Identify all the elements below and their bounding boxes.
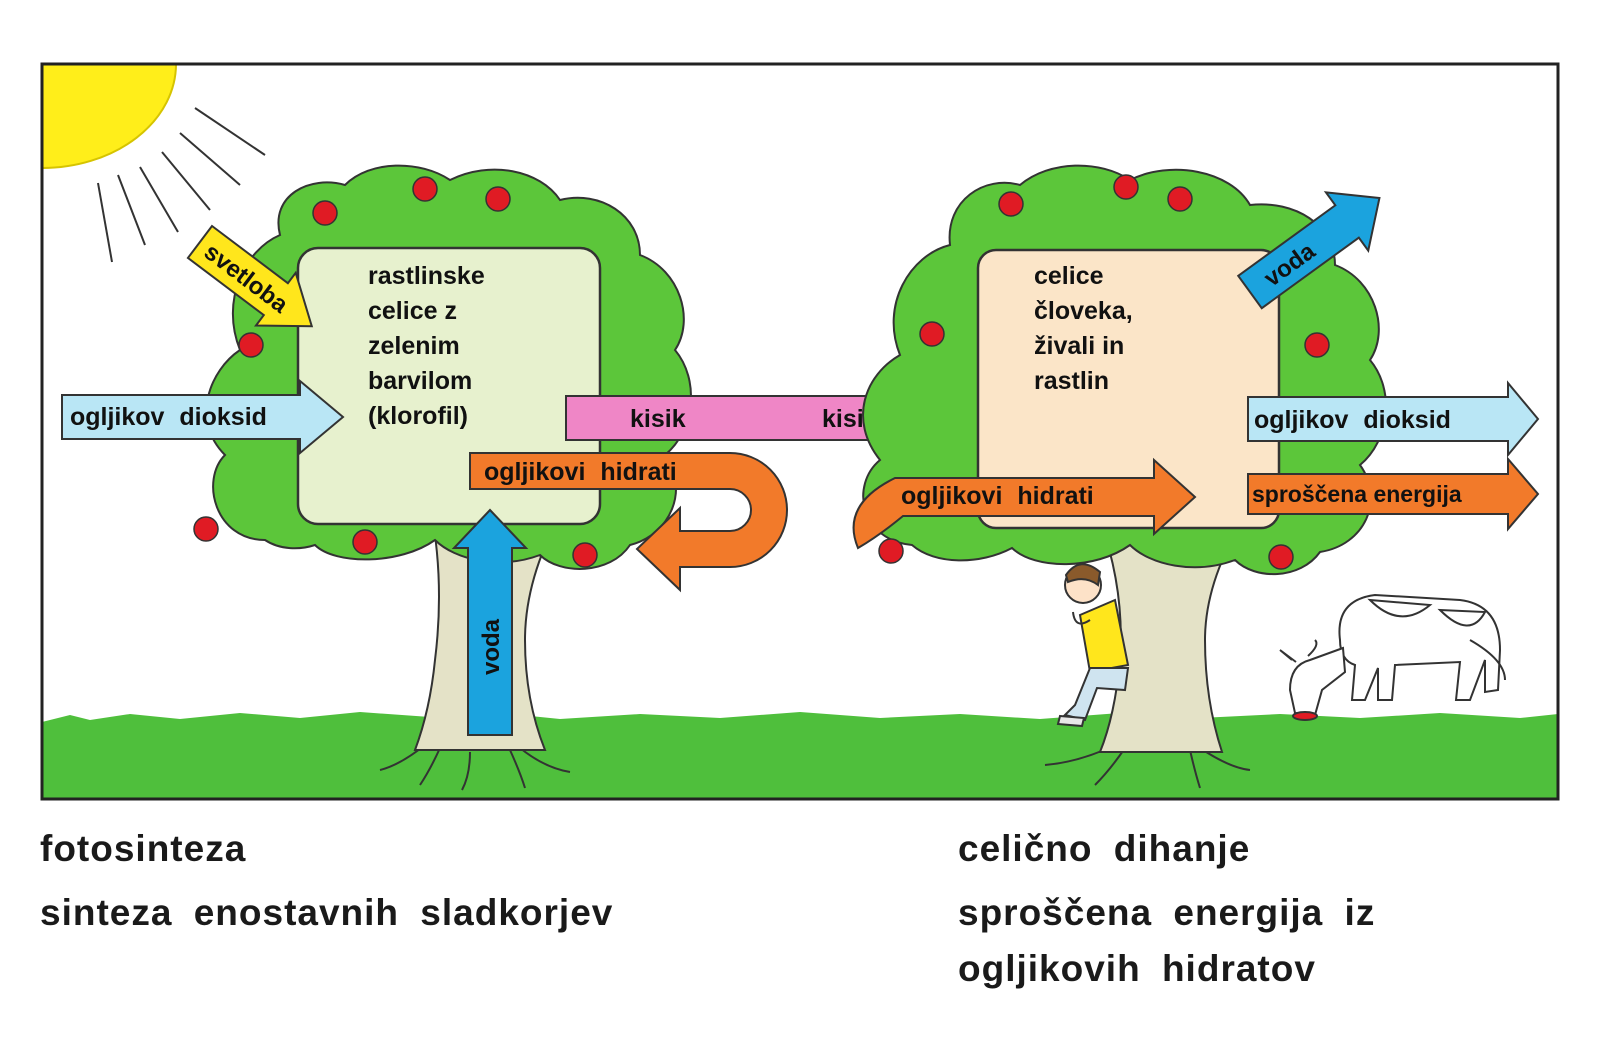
right-tree-trunk: [1098, 518, 1242, 753]
plant-cell-text: rastlinske celice z zelenim barvilom (kl…: [368, 262, 492, 430]
left-caption-title: fotosinteza: [40, 828, 247, 869]
apple-icon: [352, 529, 378, 555]
apple-icon: [998, 191, 1024, 217]
cow-spot: [1437, 608, 1487, 627]
boy-shoe: [1056, 714, 1086, 728]
apple-icon: [238, 332, 264, 358]
water-input-label: voda: [478, 618, 505, 675]
boy-trousers: [1063, 667, 1130, 722]
cow-ear: [1279, 649, 1297, 663]
water-input-arrow: voda: [451, 508, 529, 736]
sun-icon: [41, 63, 266, 263]
co2-input-label: ogljikov dioksid: [70, 403, 267, 431]
carbs-return-arrow: ogljikovi hidrati: [469, 452, 788, 593]
carbs-input-label: ogljikovi hidrati: [901, 482, 1094, 510]
boy-arm: [1072, 611, 1091, 625]
apple-icon: [878, 538, 904, 564]
right-caption-subtitle-line2: ogljikovih hidratov: [958, 948, 1316, 989]
diagram-frame: [40, 62, 1560, 801]
cow-grass-patch: [1292, 711, 1318, 721]
left-tree-apples: [193, 176, 598, 568]
co2-output-label: ogljikov dioksid: [1254, 406, 1451, 434]
apple-icon: [572, 542, 598, 568]
apple-icon: [1268, 544, 1294, 570]
energy-output-label: sproščena energija: [1252, 481, 1462, 507]
cow-head: [1288, 646, 1347, 717]
apple-icon: [1304, 332, 1330, 358]
left-tree-roots: [379, 744, 571, 791]
cow-illustration: [1279, 593, 1506, 721]
energy-output-arrow: sproščena energija: [1247, 456, 1540, 532]
animal-cell-text: celice človeka, živali in rastlin: [1034, 262, 1140, 395]
apple-icon: [193, 516, 219, 542]
co2-input-arrow: ogljikov dioksid: [61, 378, 345, 456]
apple-icon: [312, 200, 338, 226]
co2-output-arrow: ogljikov dioksid: [1247, 380, 1540, 458]
boy-hair: [1064, 563, 1102, 587]
apple-icon: [919, 321, 945, 347]
apple-icon: [485, 186, 511, 212]
sun-rays: [97, 107, 266, 263]
apple-icon: [412, 176, 438, 202]
apple-icon: [1113, 174, 1139, 200]
cow-spot: [1367, 598, 1433, 618]
carbs-return-label: ogljikovi hidrati: [484, 458, 677, 486]
right-caption-title: celično dihanje: [958, 828, 1251, 869]
right-tree-apples: [878, 174, 1330, 570]
cow-tail: [1469, 639, 1506, 681]
oxygen-label-left: kisik: [630, 405, 686, 433]
carbs-input-arrow: ogljikovi hidrati: [852, 457, 1197, 550]
grass-ground: [42, 712, 1558, 799]
right-caption-subtitle-line1: sproščena energija iz: [958, 892, 1376, 933]
boy-illustration: [1056, 563, 1130, 728]
apple-icon: [1167, 186, 1193, 212]
animal-cell-box: [976, 248, 1281, 530]
left-caption-subtitle: sinteza enostavnih sladkorjev: [40, 892, 614, 933]
boy-shirt: [1078, 598, 1130, 674]
cow-horn: [1307, 639, 1318, 657]
